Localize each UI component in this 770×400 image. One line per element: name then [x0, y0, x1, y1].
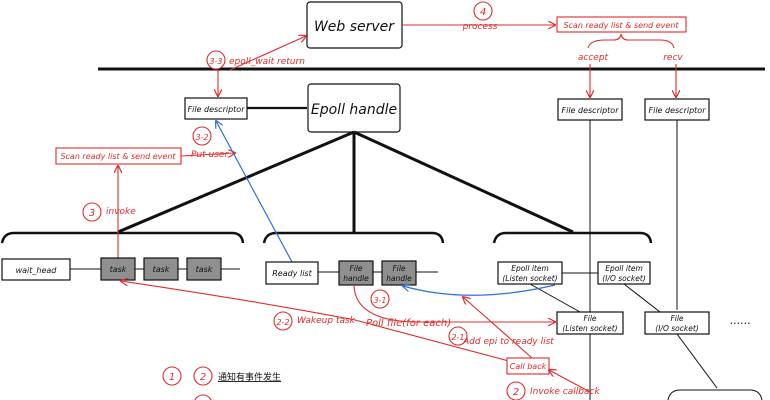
svg-text:File descriptor: File descriptor: [188, 105, 246, 114]
file-io-stem: [676, 333, 718, 389]
file-descriptor-right: File descriptor: [644, 98, 710, 121]
svg-text:File descriptor: File descriptor: [562, 106, 620, 115]
invoke-label: invoke: [106, 207, 136, 217]
file-io-node: File (I/O socket): [644, 311, 710, 335]
file-handle-2-line2: handle: [386, 274, 412, 283]
svg-text:1: 1: [169, 372, 175, 383]
put-user-arrow: [180, 153, 235, 156]
svg-text:3-1: 3-1: [373, 296, 386, 305]
epoll-branch-left: [117, 130, 355, 234]
svg-text:handle: handle: [386, 274, 412, 283]
svg-text:3-2: 3-2: [195, 133, 208, 142]
step-3-1-badge: 3-1: [370, 289, 390, 309]
step-3-badge: 3: [82, 202, 102, 222]
svg-text:2: 2: [513, 387, 519, 398]
wait-queue-bracket: [0, 231, 245, 244]
svg-text:Scan ready list & send event: Scan ready list & send event: [563, 21, 679, 30]
svg-text:(I/O socket): (I/O socket): [655, 324, 698, 333]
svg-text:Epoll item: Epoll item: [605, 264, 643, 273]
svg-text:3: 3: [89, 208, 95, 219]
epoll-item-io-node: Epoll item (I/O socket): [597, 261, 651, 285]
svg-text:File: File: [392, 264, 405, 273]
step-2-badge: 2: [506, 381, 526, 400]
svg-text:(Listen socket): (Listen socket): [562, 324, 617, 333]
web-server-node: Web server: [306, 1, 403, 49]
svg-text:task: task: [153, 265, 170, 274]
rbtree-bracket: [492, 231, 653, 244]
legend-step-2-badge: 2: [193, 366, 213, 386]
poll-file-red-arrow: [353, 285, 555, 322]
epoll-handle-label: Epoll handle: [311, 102, 397, 118]
invoke-callback-label: Invoke callback: [530, 387, 600, 397]
add-epi-label: Add epi to ready list: [462, 337, 554, 347]
epoll-item-io-to-file: [623, 283, 661, 313]
put-user-label: Put user: [191, 150, 229, 160]
task-node-2: task: [143, 257, 179, 281]
recv-label: recv: [663, 53, 683, 63]
epoll-handle-node: Epoll handle: [307, 83, 401, 133]
svg-text:Scan ready list & send event: Scan ready list & send event: [60, 152, 176, 161]
svg-text:File descriptor: File descriptor: [649, 106, 707, 115]
step-2-1-badge: 2-1: [448, 326, 468, 346]
invoke-callback-arrow: [549, 370, 591, 393]
wakeup-task-label: Wakeup task: [297, 316, 356, 326]
poll-file-label: Poll file(for each): [366, 318, 451, 329]
step-3-3-badge: 3-3: [206, 50, 226, 70]
file-handle-node-2: File handle: [381, 260, 417, 286]
svg-text:Ready list: Ready list: [272, 269, 312, 278]
scan-ready-list-top: Scan ready list & send event: [556, 16, 687, 33]
svg-text:File: File: [349, 264, 362, 273]
file-listen-node: File (Listen socket): [556, 311, 624, 335]
step-2-2-badge: 2-2: [273, 311, 293, 331]
svg-text:2-1: 2-1: [451, 333, 464, 342]
epoll-branch-right: [353, 130, 574, 234]
file-handle-node-1: File handle: [338, 260, 374, 286]
more-files-ellipsis: ......: [730, 314, 751, 327]
svg-text:4: 4: [480, 7, 486, 18]
file-descriptor-left: File descriptor: [184, 97, 248, 120]
legend-text: 通知有事件发生: [218, 371, 281, 383]
svg-text:File: File: [670, 314, 683, 323]
svg-text:3-3: 3-3: [209, 57, 222, 66]
epoll-wait-return-label: epoll_wait return: [229, 57, 305, 67]
svg-text:2-2: 2-2: [276, 318, 289, 327]
wakeup-task-arrow: [121, 281, 521, 365]
legend-partial-badge: [194, 394, 212, 400]
svg-text:2: 2: [200, 372, 206, 383]
epoll-item-listen-node: Epoll item (Listen socket): [497, 261, 563, 285]
wait-head-node: wait_head: [1, 258, 71, 281]
callback-node: Call back: [506, 357, 550, 375]
legend-step-1-badge: 1: [162, 366, 182, 386]
svg-text:wait_head: wait_head: [16, 266, 58, 275]
accept-label: accept: [578, 53, 609, 63]
svg-text:task: task: [110, 265, 127, 274]
svg-text:Epoll item: Epoll item: [511, 264, 549, 273]
ready-list-node: Ready list: [265, 261, 319, 285]
poll-file-blue-arrow: [403, 285, 556, 296]
svg-text:task: task: [196, 265, 213, 274]
step-3-2-badge: 3-2: [192, 126, 212, 146]
step-4-badge: 4: [473, 1, 493, 21]
svg-text:handle: handle: [343, 274, 369, 283]
file-descriptor-mid: File descriptor: [557, 98, 623, 121]
scan-brace: [587, 33, 675, 49]
add-epi-arrow: [463, 297, 533, 359]
svg-text:(I/O socket): (I/O socket): [602, 274, 645, 283]
svg-text:(Listen socket): (Listen socket): [502, 274, 557, 283]
io-subtree-bracket: [667, 389, 763, 400]
web-server-label: Web server: [314, 19, 395, 35]
process-label: process: [462, 22, 498, 32]
file-handle-1-line2: handle: [343, 274, 369, 283]
svg-text:Call back: Call back: [510, 362, 547, 371]
svg-text:File: File: [583, 314, 596, 323]
file-handle-1-line: File: [349, 264, 362, 273]
epoll-wait-return-arrow: [229, 36, 306, 71]
ready-list-to-fd-arrow: [216, 121, 293, 263]
ready-list-bracket: [262, 231, 445, 244]
scan-ready-list-left: Scan ready list & send event: [55, 147, 182, 165]
file-handle-2-line: File: [392, 264, 405, 273]
task-node-1: task: [100, 257, 136, 281]
task-node-3: task: [186, 257, 222, 281]
